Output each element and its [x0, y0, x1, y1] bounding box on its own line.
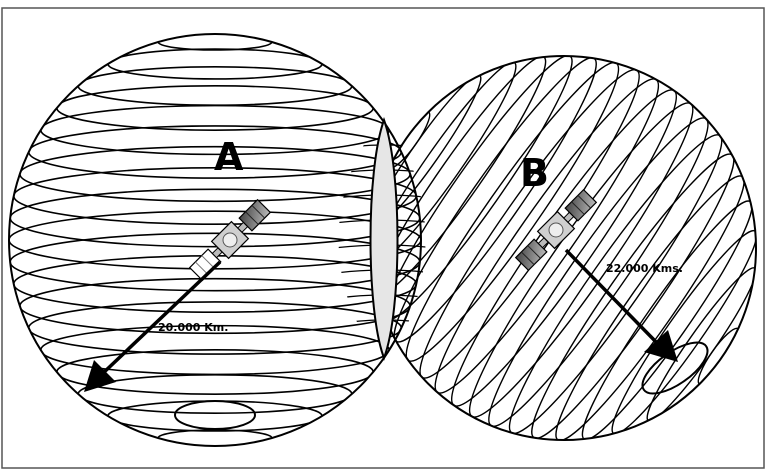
- satellite-b-icon: [514, 188, 598, 272]
- sphere-a-outline: [8, 33, 422, 447]
- satellite-a-icon: [188, 198, 272, 282]
- sphere-a-bottom-cap: [174, 400, 256, 430]
- sphere-b-label: B: [520, 151, 549, 195]
- radius-arrow-a: [84, 260, 222, 392]
- sphere-a-latitude-ellipse: [107, 48, 323, 80]
- sphere-a-latitude-ellipse: [157, 34, 273, 51]
- sphere-a-latitude-ellipse: [56, 85, 374, 131]
- sphere-b-latitude-ellipse: [468, 102, 694, 418]
- diagram-frame: [1, 7, 765, 469]
- sphere-a-label: A: [214, 135, 244, 179]
- sphere-a-radius-label: 20.000 Km.: [158, 321, 228, 334]
- sphere-a-latitude-ellipse: [107, 400, 323, 432]
- sphere-b-radius-label: 22.000 Kms.: [606, 262, 683, 275]
- sphere-b-latitude-ellipse: [697, 327, 740, 386]
- sphere-a-latitude-ellipse: [157, 429, 273, 446]
- intersection-ellipse: [369, 117, 399, 361]
- radius-arrow-b: [564, 248, 678, 362]
